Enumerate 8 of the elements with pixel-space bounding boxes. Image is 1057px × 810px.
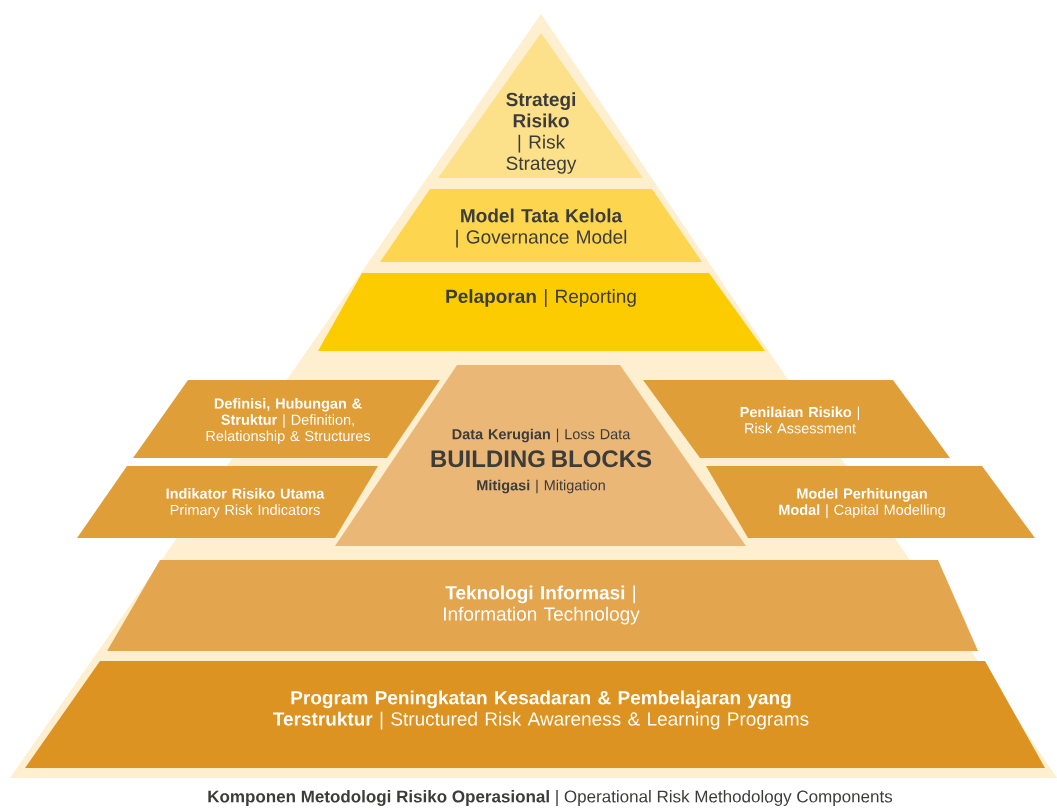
- building-block: Indikator Risiko Utama Primary Risk Indicators: [77, 466, 378, 538]
- pyramid-level: Teknologi Informasi | Information Technology: [107, 560, 978, 651]
- pyramid-level: Model Tata Kelola | Governance Model: [380, 189, 702, 262]
- pyramid-level: Program Peningkatan Kesadaran & Pembelajaran yang Terstruktur | Structured Risk Awareness & Learning Programs: [25, 661, 1045, 768]
- caption: Komponen Metodologi Risiko Operasional | Operational Risk Methodology Components: [208, 790, 893, 806]
- building-block: Model Perhitungan Modal | Capital Modelling: [706, 466, 1035, 538]
- pyramid-level: Pelaporan | Reporting: [318, 273, 765, 351]
- pyramid-level: Strategi Risiko | Risk Strategy: [438, 33, 643, 178]
